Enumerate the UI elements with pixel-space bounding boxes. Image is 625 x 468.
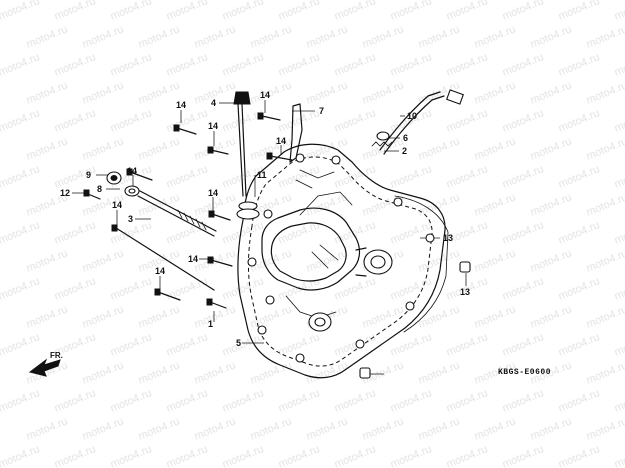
oil-seal <box>106 171 122 185</box>
callout-8: 8 <box>97 184 103 194</box>
clamp <box>376 131 390 141</box>
callout-2: 13 <box>443 233 454 243</box>
callout-14: 14 <box>127 166 138 176</box>
breather-tube <box>379 89 464 155</box>
callout-14: 1 <box>208 319 214 329</box>
dowel-pins <box>359 261 471 379</box>
callout-14: 14 <box>276 136 287 146</box>
callout-5: 10 <box>407 111 418 121</box>
callout-14: 14 <box>112 200 123 210</box>
callout-1: 5 <box>236 338 242 348</box>
dipstick <box>233 91 260 220</box>
callout-9: 9 <box>86 170 92 180</box>
cover-body <box>237 143 446 379</box>
spring <box>371 141 393 147</box>
callout-13: 13 <box>460 287 471 297</box>
front-label: FR. <box>50 351 63 360</box>
bolts-14 <box>111 112 293 309</box>
callout-14: 14 <box>208 121 219 131</box>
bolt-12 <box>83 189 101 200</box>
leader-lines <box>72 100 467 375</box>
callout-14: 14 <box>188 254 199 264</box>
callout-12: 12 <box>60 188 71 198</box>
callout-3: 3 <box>128 214 134 224</box>
callout-11: 11 <box>257 170 267 180</box>
callout-7: 7 <box>319 106 325 116</box>
bracket <box>289 103 303 163</box>
callout-14: 14 <box>155 266 166 276</box>
callout-4: 4 <box>211 98 217 108</box>
callout-14: 14 <box>208 188 219 198</box>
diagram-code: KBGS-E0600 <box>498 368 552 377</box>
callout-10: 6 <box>403 133 409 143</box>
front-arrow <box>28 358 61 377</box>
callout-14: 14 <box>260 90 271 100</box>
washer <box>124 185 140 197</box>
gasket <box>394 195 449 333</box>
kick-shaft <box>137 190 217 237</box>
callout-6: 2 <box>402 146 408 156</box>
callout-14: 14 <box>176 100 187 110</box>
